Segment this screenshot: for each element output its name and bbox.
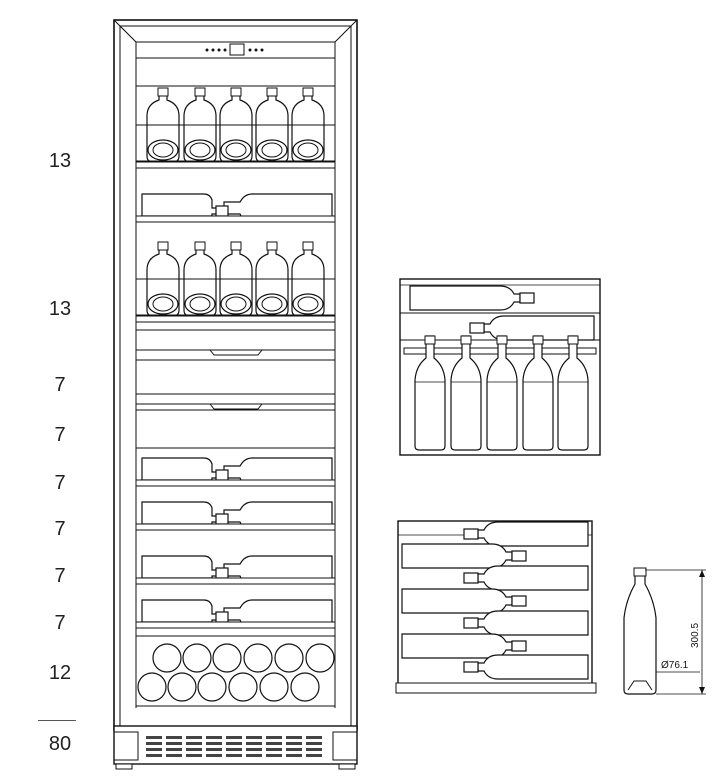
bottle-dimension-drawing [623, 567, 706, 695]
bottle-diameter-label: Ø76.1 [661, 660, 689, 671]
total-capacity-label: 80 [48, 733, 72, 755]
shelf-7-lying-bottles [135, 555, 336, 585]
shelf-8-lying-bottles [135, 599, 336, 629]
empty-shelf-4 [135, 393, 336, 449]
capacity-label-shelf-7: 7 [54, 565, 66, 587]
capacity-label-shelf-3: 7 [54, 374, 66, 396]
base-ventilation-grille [113, 725, 358, 770]
bottle-height-label: 300.5 [690, 623, 701, 648]
capacity-label-shelf-6: 7 [54, 518, 66, 540]
shelf-1-bottles [135, 87, 336, 169]
total-divider-line [38, 720, 76, 721]
cabinet-front-view [113, 19, 358, 770]
bottom-rack-bottle-ends [135, 635, 336, 707]
capacity-label-bottom-rack: 12 [48, 662, 72, 684]
shelf-2-bottles [135, 241, 336, 323]
display-shelf-detail [399, 278, 601, 456]
capacity-label-shelf-1: 13 [48, 150, 72, 172]
capacity-label-shelf-5: 7 [54, 472, 66, 494]
capacity-label-shelf-2: 13 [48, 298, 72, 320]
control-panel-display [205, 43, 264, 56]
shelf-5-lying-bottles [135, 457, 336, 487]
shelf-1-lying-bottles [135, 193, 336, 223]
capacity-label-shelf-4: 7 [54, 424, 66, 446]
stacked-rack-detail [395, 520, 597, 694]
shelf-6-lying-bottles [135, 501, 336, 531]
capacity-label-shelf-8: 7 [54, 612, 66, 634]
